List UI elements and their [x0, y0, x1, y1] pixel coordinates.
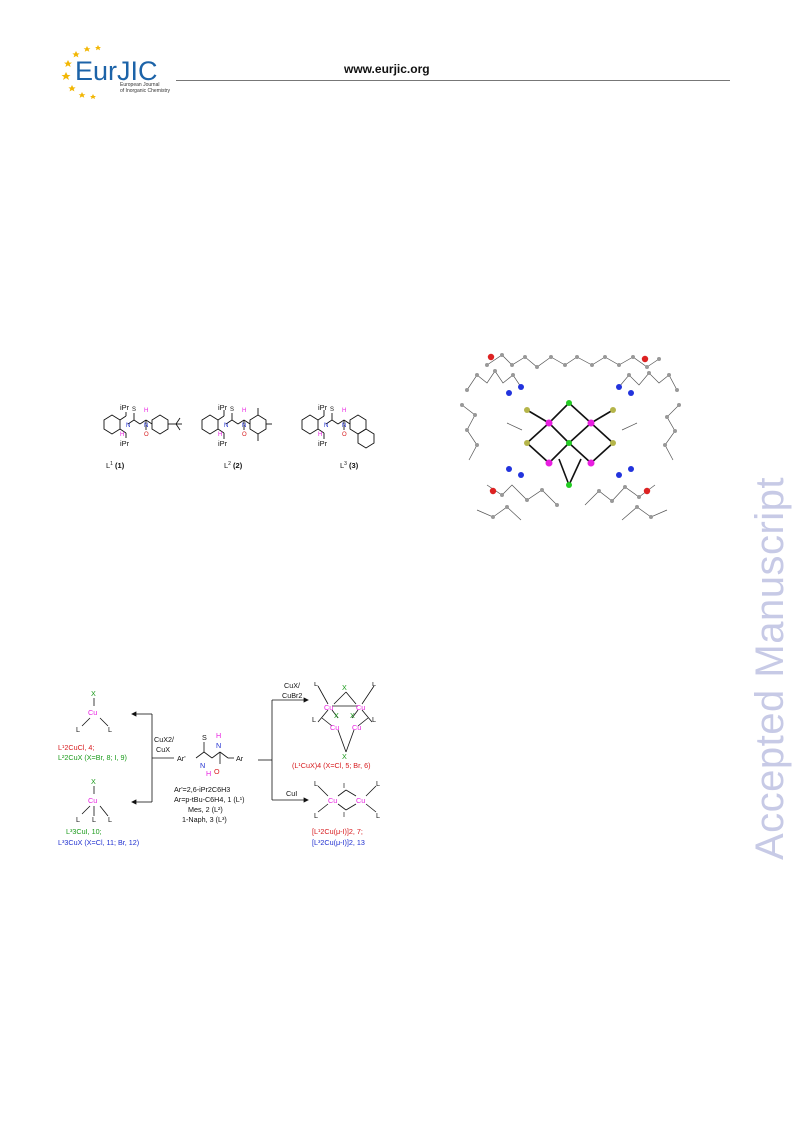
ipr-label: iPr: [120, 439, 130, 448]
copper-label: Cu: [356, 796, 365, 805]
atoms-colored: [487, 353, 651, 495]
header-rule: [176, 80, 730, 81]
ar-definition-1: Ar=p-tBu-C6H4, 1 (L¹): [174, 795, 245, 804]
carbon-atoms: [460, 353, 681, 519]
nitrogen-label: N: [216, 741, 221, 750]
aryl-label: Ar: [236, 754, 244, 763]
ligand-3-structure: [301, 410, 375, 449]
iodide-label: I: [343, 810, 345, 819]
oxygen-label: O: [214, 767, 220, 776]
hydrogen-label: H: [318, 432, 322, 438]
product-10-label: L³3CuI, 10;: [66, 827, 102, 836]
logo-subtitle-1: European Journal: [120, 82, 159, 88]
ar-definition-2: Mes, 2 (L²): [188, 805, 223, 814]
nitrogen-label: N: [126, 423, 130, 429]
ligand-l-label: L: [376, 779, 380, 788]
ligand-structures: iPr iPr S N N H H O iPr iPr S N N H H O …: [103, 403, 375, 470]
ligand-l-label: L: [314, 779, 318, 788]
halide-label: X: [334, 711, 339, 720]
halide-label: X: [91, 777, 96, 786]
ligand-l-label: L: [376, 811, 380, 820]
ligand-l-label: L: [314, 811, 318, 820]
ipr-label: iPr: [120, 403, 130, 412]
ligand-l-label: L: [92, 815, 96, 824]
sulfur-label: S: [202, 733, 207, 742]
hydrogen-label: H: [216, 731, 221, 740]
ligand-l-label: L: [314, 682, 318, 688]
reagent-cux2: CuX2/: [154, 735, 174, 744]
ligand-3-caption: L3 (3): [340, 461, 359, 470]
oxygen-label: O: [242, 432, 247, 438]
nitrogen-label: N: [342, 423, 346, 429]
halide-label: X: [342, 683, 347, 692]
copper-core: [526, 402, 614, 486]
hydrogen-label: H: [206, 769, 211, 778]
oxygen-label: O: [144, 432, 149, 438]
journal-url[interactable]: www.eurjic.org: [344, 62, 430, 76]
halide-label: X: [342, 752, 347, 761]
journal-logo: EurJIC European Journal of Inorganic Che…: [58, 42, 178, 100]
scheme-arrows: [81, 685, 377, 817]
hydrogen-label: H: [218, 432, 222, 438]
copper-label: Cu: [88, 796, 97, 805]
nitrogen-label: N: [324, 423, 328, 429]
ipr-label: iPr: [218, 403, 228, 412]
ligand-l-label: L: [312, 715, 316, 724]
nitrogen-label: N: [224, 423, 228, 429]
ligand-1-caption: L1 (1): [106, 461, 125, 470]
products-5-6-label: (L¹CuX)4 (X=Cl, 5; Br, 6): [292, 761, 371, 770]
ar-definition-3: 1-Naph, 3 (L³): [182, 815, 227, 824]
oxygen-label: O: [342, 432, 347, 438]
product-13-label: [L³2Cu(μ-I)]2, 13: [312, 838, 365, 847]
hydrogen-label: H: [120, 432, 124, 438]
ipr-label: iPr: [218, 439, 228, 448]
reaction-scheme: X Cu L L L¹2CuCl, 4; L²2CuX (X=Br, 8; I,…: [58, 682, 380, 847]
accepted-manuscript-watermark: Accepted Manuscript: [748, 476, 792, 860]
nitrogen-label: N: [144, 423, 148, 429]
halide-label: X: [350, 711, 355, 720]
aryl-prime-label: Ar': [177, 754, 186, 763]
ligand-l-label: L: [108, 725, 112, 734]
ipr-label: iPr: [318, 439, 328, 448]
copper-label: Cu: [324, 703, 333, 712]
hydrogen-label: H: [342, 408, 346, 414]
products-8-9-label: L²2CuX (X=Br, 8; I, 9): [58, 753, 127, 762]
nitrogen-label: N: [200, 761, 205, 770]
ligand-2-caption: L2 (2): [224, 461, 243, 470]
reagent-cux-right: CuX/: [284, 682, 300, 690]
logo-subtitle-2: of Inorganic Chemistry: [120, 88, 171, 94]
ar-prime-definition: Ar'=2,6-iPr2C6H3: [174, 785, 230, 794]
reagent-cux: CuX: [156, 745, 170, 754]
ligand-l-label: L: [76, 815, 80, 824]
products-11-12-label: L³3CuX (X=Cl, 11; Br, 12): [58, 838, 139, 847]
ligand-l-label: L: [372, 682, 376, 688]
ligand-2-structure: [201, 408, 272, 441]
sulfur-label: S: [330, 407, 334, 413]
ligand-l-label: L: [76, 725, 80, 734]
copper-label: Cu: [328, 796, 337, 805]
ipr-label: iPr: [318, 403, 328, 412]
sulfur-label: S: [132, 407, 136, 413]
logo-text: EurJIC: [75, 56, 158, 86]
logo-stars: [61, 45, 101, 99]
sulfur-label: S: [230, 407, 234, 413]
nitrogen-label: N: [242, 423, 246, 429]
copper-label: Cu: [88, 708, 97, 717]
hydrogen-label: H: [144, 408, 148, 414]
ligand-l-label: L: [108, 815, 112, 824]
ligand-l-label: L: [372, 715, 376, 724]
crystal-structure-figure: [447, 335, 695, 537]
product-4-label: L¹2CuCl, 4;: [58, 743, 94, 752]
hydrogen-label: H: [242, 408, 246, 414]
ligand-1-structure: [103, 412, 182, 438]
copper-label: Cu: [330, 723, 339, 732]
reagent-cubr2: CuBr2: [282, 691, 302, 700]
halide-label: X: [91, 689, 96, 698]
iodide-label: I: [343, 781, 345, 790]
copper-label: Cu: [352, 723, 361, 732]
copper-label: Cu: [356, 703, 365, 712]
reagent-cui: CuI: [286, 789, 297, 798]
product-7-label: [L¹2Cu(μ-I)]2, 7;: [312, 827, 363, 836]
